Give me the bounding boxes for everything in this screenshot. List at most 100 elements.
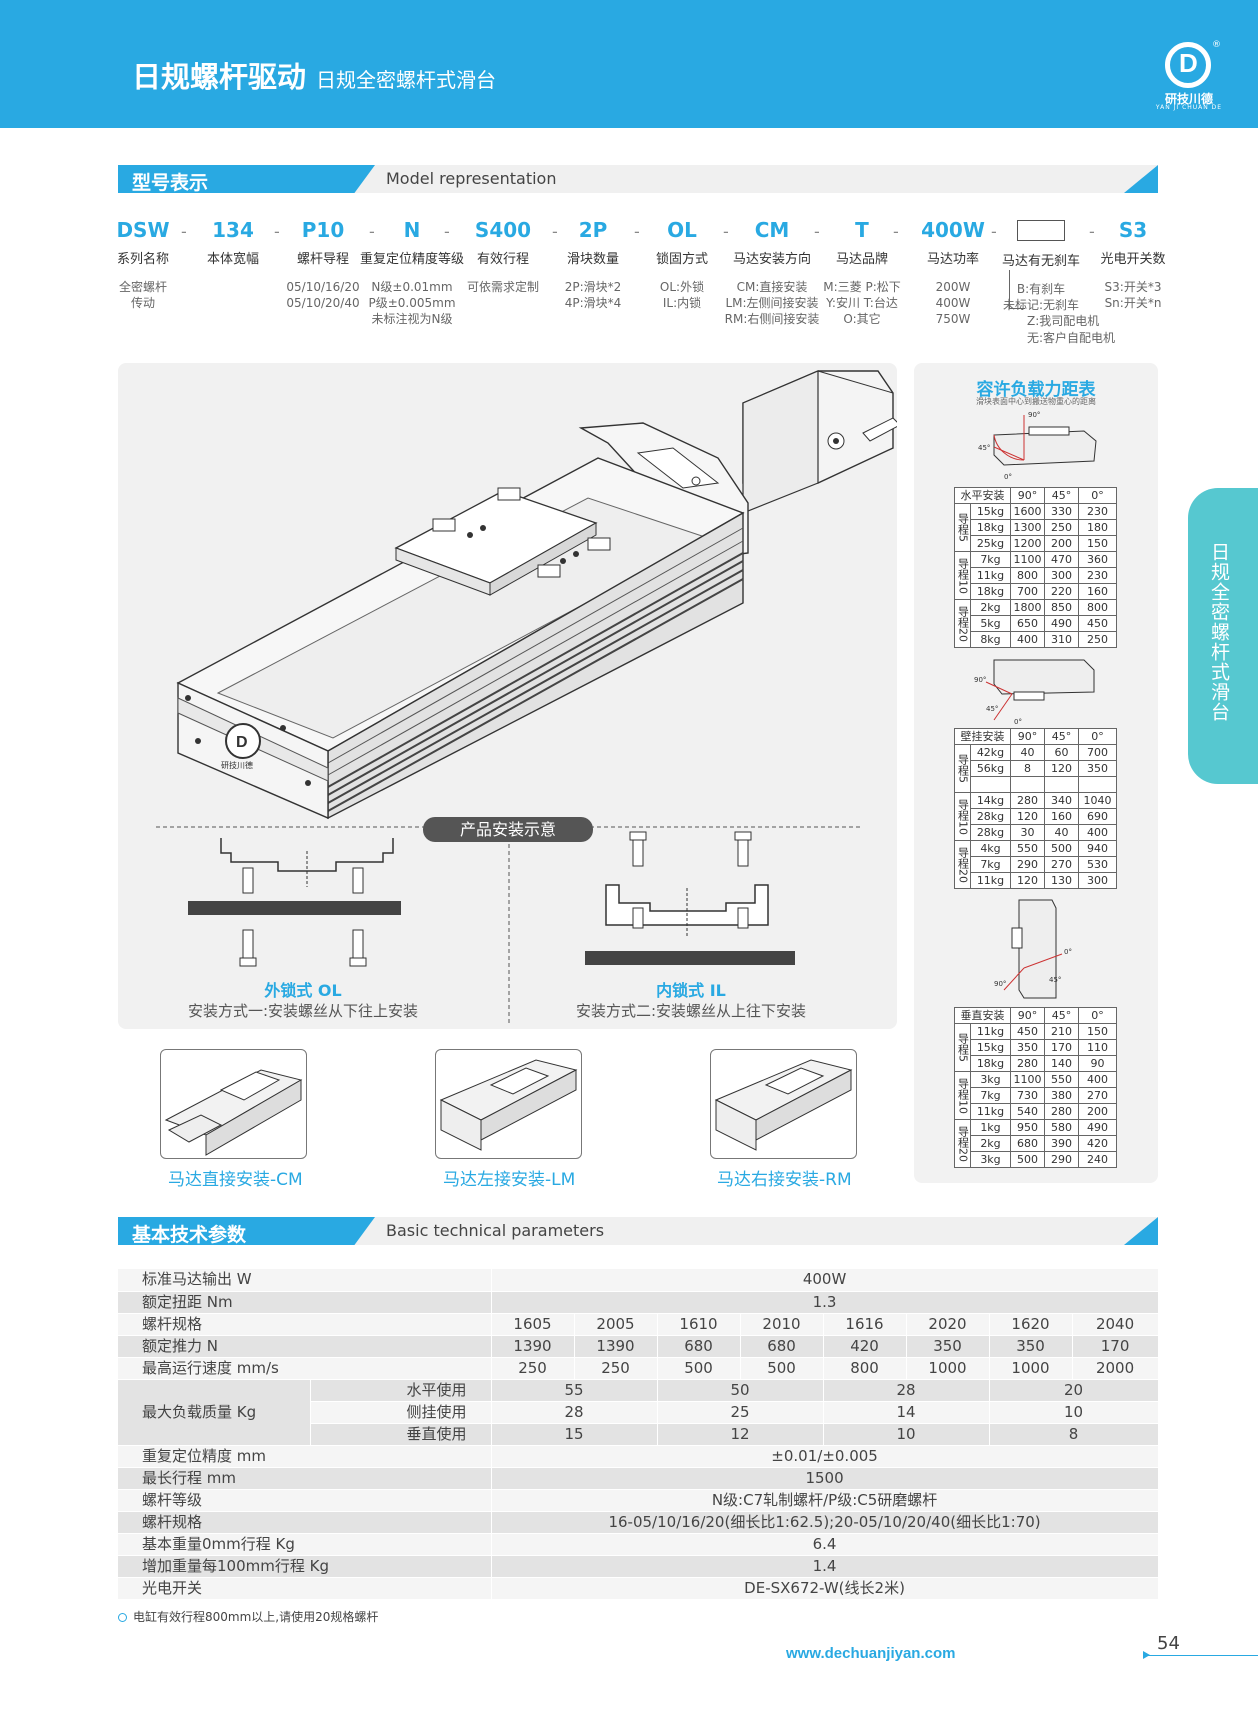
model-option: 05/10/16/20 <box>286 280 360 294</box>
load-cell: 40 <box>1044 824 1079 841</box>
load-cell: 180 <box>1078 519 1117 536</box>
model-option: OL:外锁 <box>659 280 705 294</box>
svg-text:0°: 0° <box>1004 473 1012 481</box>
spec-value: 500 <box>657 1357 741 1380</box>
load-cell: 40 <box>1010 744 1045 761</box>
load-cell: 550 <box>1010 840 1045 857</box>
motor-ext-options: Z:我司配电机 无:客户自配电机 <box>1027 314 1116 345</box>
model-option: 200W <box>935 280 971 294</box>
spec-value: 680 <box>657 1335 741 1358</box>
svg-text:45°: 45° <box>978 444 990 452</box>
model-part-label: 重复定位精度等级 <box>359 252 464 267</box>
lead-group: 导程20 <box>954 1119 971 1168</box>
load-cell: 30 <box>1010 824 1045 841</box>
spec-sublabel: 水平使用 <box>310 1379 492 1402</box>
svg-text:D: D <box>236 734 248 751</box>
horizontal-mount-diagram: 90° 45° 0° <box>978 411 1097 481</box>
load-cell: 950 <box>1010 1119 1045 1136</box>
load-cell: 1kg <box>970 1119 1011 1136</box>
model-part-label: 马达功率 <box>926 252 979 267</box>
svg-text:45°: 45° <box>1049 976 1061 984</box>
load-cell: 1100 <box>1010 551 1045 568</box>
website-link[interactable]: www.dechuanjiyan.com <box>786 1645 956 1662</box>
page-number: 54 <box>1157 1633 1180 1654</box>
load-table-head: 壁挂安装 <box>954 728 1011 745</box>
model-part-label: 马达有无刹车 <box>1001 254 1080 269</box>
load-cell: 3kg <box>970 1071 1011 1088</box>
mount-lm-caption: 马达左接安装-LM <box>443 1170 576 1190</box>
load-cell: 200 <box>1078 1103 1117 1120</box>
load-cell: 60 <box>1044 744 1079 761</box>
spec-sublabel: 侧挂使用 <box>310 1401 492 1424</box>
load-cell: 450 <box>1078 615 1117 632</box>
svg-text:0°: 0° <box>1064 948 1072 956</box>
load-cell: 15kg <box>970 503 1011 520</box>
ol-desc: 安装方式一:安装螺丝从下往上安装 <box>187 1002 419 1020</box>
spec-value: 10 <box>823 1423 990 1446</box>
load-angle-head: 0° <box>1078 487 1117 504</box>
model-option: 传动 <box>130 296 155 310</box>
logo-mark-icon <box>1165 42 1211 88</box>
model-option: 4P:滑块*4 <box>564 296 622 310</box>
load-cell: 690 <box>1078 808 1117 825</box>
spec-label: 螺杆规格 <box>118 1313 492 1336</box>
load-cell: 540 <box>1010 1103 1045 1120</box>
load-cell: 270 <box>1078 1087 1117 1104</box>
load-cell: 400 <box>1010 631 1045 648</box>
model-part-label: 马达安装方向 <box>732 252 811 267</box>
load-angle-head: 45° <box>1044 728 1079 745</box>
load-cell: 470 <box>1044 551 1079 568</box>
spec-value: 8 <box>989 1423 1159 1446</box>
model-option: S3:开关*3 <box>1104 280 1162 294</box>
load-cell: 450 <box>1010 1023 1045 1040</box>
spec-value: 1390 <box>491 1335 575 1358</box>
model-option: 未标注视为N级 <box>371 312 453 326</box>
load-cell: 580 <box>1044 1119 1079 1136</box>
load-cell <box>970 776 1011 793</box>
spec-value: 500 <box>740 1357 824 1380</box>
lead-group: 导程10 <box>954 792 971 841</box>
code-separator: - <box>181 222 187 241</box>
load-cell: 150 <box>1078 1023 1117 1040</box>
spec-label: 额定扭距 Nm <box>118 1291 492 1314</box>
model-part-code: S400 <box>474 218 532 242</box>
load-cell: 500 <box>1010 1151 1045 1168</box>
spec-value: 2000 <box>1072 1357 1159 1380</box>
load-cell: 130 <box>1044 872 1079 889</box>
load-cell: 270 <box>1044 856 1079 873</box>
model-part-code: CM <box>754 218 790 242</box>
logo-en-text: YAN JI CHUAN DE <box>1155 104 1223 111</box>
page-arrow-icon <box>1143 1651 1150 1659</box>
spec-label: 螺杆规格 <box>118 1511 492 1534</box>
load-cell: 7kg <box>970 1087 1011 1104</box>
spec-label: 标准马达输出 W <box>118 1269 492 1292</box>
load-cell: 280 <box>1044 1103 1079 1120</box>
model-part-code: N <box>403 218 421 242</box>
spec-value: 55 <box>491 1379 658 1402</box>
load-cell: 700 <box>1010 583 1045 600</box>
spec-value: 12 <box>657 1423 824 1446</box>
spec-value: 350 <box>989 1335 1073 1358</box>
load-row <box>955 776 1117 793</box>
